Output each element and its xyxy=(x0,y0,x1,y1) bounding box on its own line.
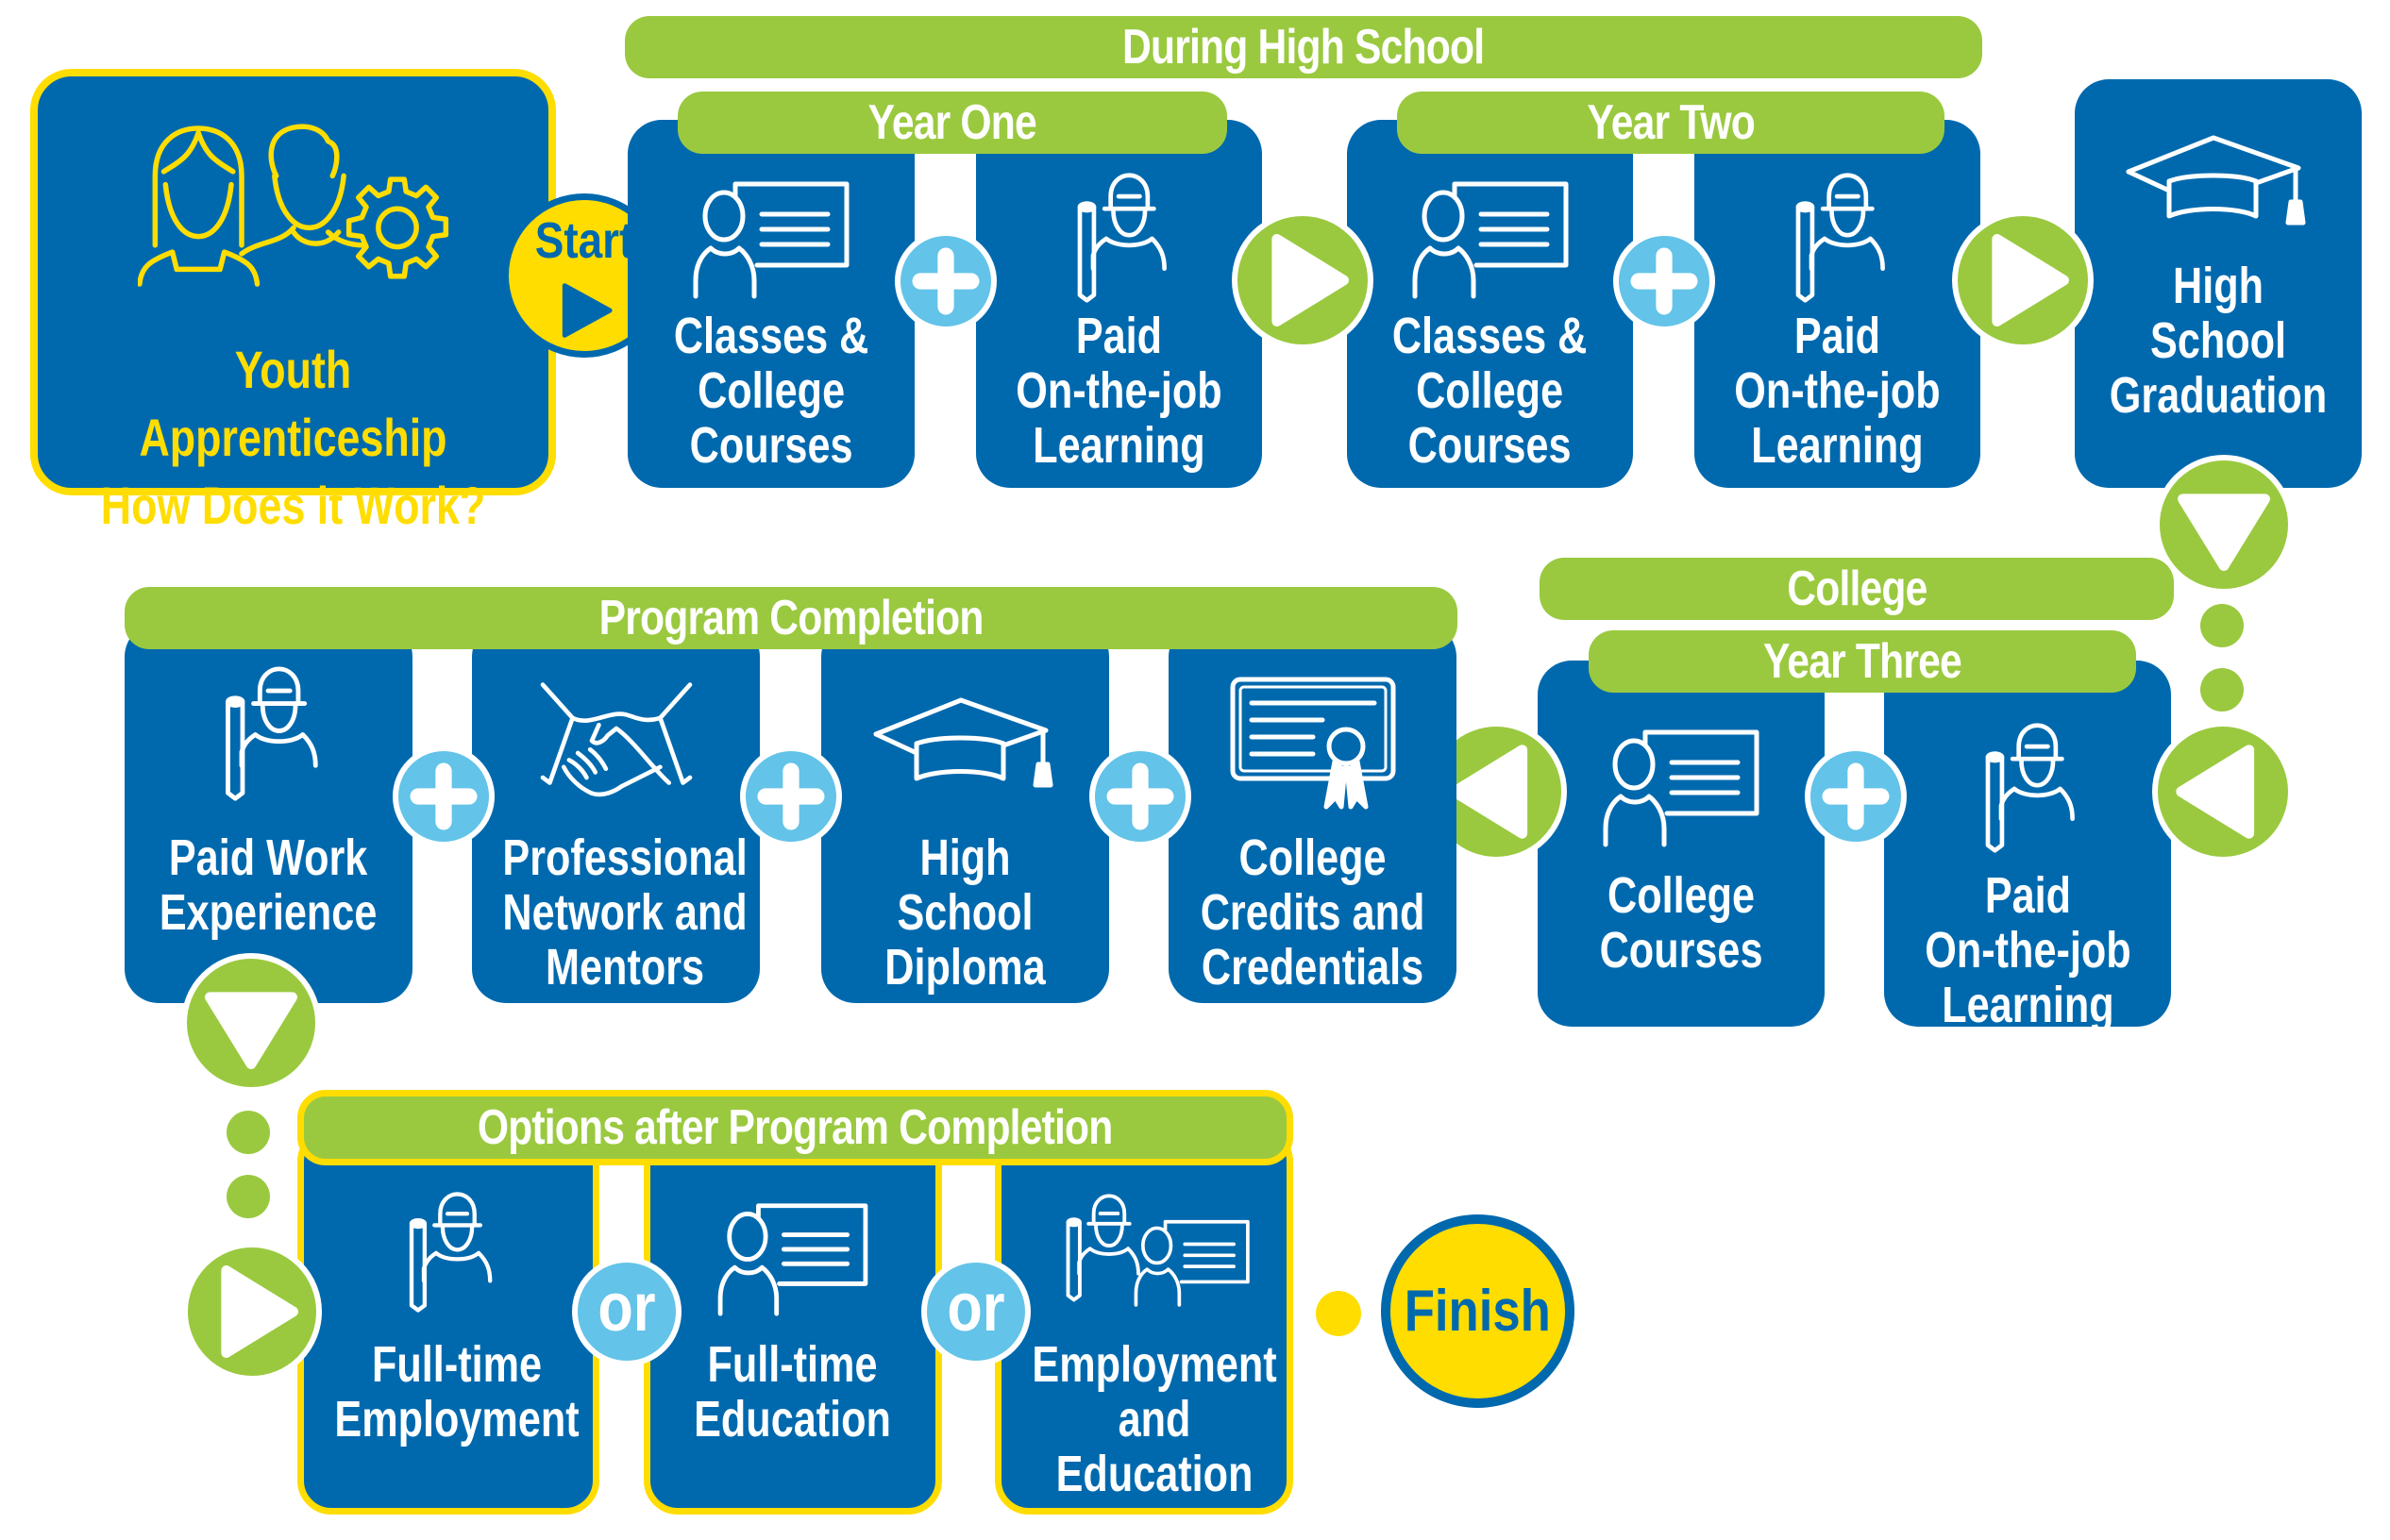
step-label: College Credits and Credentials xyxy=(1200,829,1425,996)
play-icon xyxy=(562,283,613,338)
or-connector: or xyxy=(921,1257,1031,1366)
plus-icon xyxy=(1619,236,1709,326)
step-high-school-graduation: High School Graduation xyxy=(2075,79,2362,488)
band-label: College xyxy=(1786,561,1927,616)
band-program-completion: Program Completion xyxy=(125,587,1457,649)
step-college-courses: College Courses xyxy=(1538,661,1825,1027)
band-year-three: Year Three xyxy=(1589,630,2136,693)
or-connector: or xyxy=(572,1257,682,1366)
arrow-right-icon xyxy=(188,1247,316,1376)
step-y1-classes: Classes & College Courses xyxy=(628,120,915,488)
certificate-icon xyxy=(1228,675,1398,816)
outcome-professional-network: Professional Network and Mentors xyxy=(472,623,760,1003)
worker-hardhat-icon xyxy=(392,1191,505,1314)
step-label: Classes & College Courses xyxy=(1392,308,1588,474)
band-label: Year Two xyxy=(1587,95,1755,150)
arrow-left-icon xyxy=(2158,727,2288,857)
step-label: Full-time Education xyxy=(694,1336,892,1448)
path-dot xyxy=(227,1111,270,1154)
step-label: Paid On-the-job Learning xyxy=(1734,308,1941,474)
band-label: During High School xyxy=(1122,20,1485,75)
arrow-down-icon xyxy=(2160,460,2288,589)
option-employment-and-education: Employment and Education xyxy=(995,1128,1293,1515)
arrow-down-icon xyxy=(187,959,315,1087)
step-label: High School Graduation xyxy=(2109,258,2328,424)
step-y2-paid: Paid On-the-job Learning xyxy=(1694,120,1980,488)
finish-marker[interactable]: Finish xyxy=(1381,1214,1574,1408)
step-label: High School Diploma xyxy=(884,829,1046,996)
arrow-down-connector xyxy=(181,953,321,1093)
step-y3-paid: Paid On-the-job Learning xyxy=(1884,661,2171,1032)
plus-icon xyxy=(398,751,489,842)
finish-label: Finish xyxy=(1404,1279,1552,1344)
step-label: Classes & College Courses xyxy=(673,308,869,474)
plus-icon xyxy=(746,751,836,842)
band-options: Options after Program Completion xyxy=(297,1090,1293,1165)
title-line-1: Youth Apprenticeship xyxy=(139,340,447,467)
band-year-two: Year Two xyxy=(1397,92,1944,154)
step-label: Employment and Education xyxy=(1032,1336,1277,1502)
teacher-board-icon xyxy=(1596,727,1766,849)
path-dot-yellow xyxy=(1316,1291,1361,1336)
outcome-paid-work-experience: Paid Work Experience xyxy=(125,623,412,1003)
teacher-board-icon xyxy=(711,1200,876,1318)
band-year-one: Year One xyxy=(678,92,1227,154)
worker-hardhat-icon xyxy=(1966,722,2089,854)
band-college: College xyxy=(1540,558,2174,620)
band-label: Year One xyxy=(867,95,1037,150)
band-during-high-school: During High School xyxy=(625,16,1982,78)
worker-and-teacher-icon xyxy=(1066,1194,1250,1307)
band-label: Program Completion xyxy=(598,591,985,645)
teacher-board-icon xyxy=(686,178,856,301)
path-dot xyxy=(227,1175,270,1218)
band-label: Options after Program Completion xyxy=(478,1100,1113,1155)
step-label: Professional Network and Mentors xyxy=(502,829,748,996)
title-card: Youth Apprenticeship How Does it Work? xyxy=(30,69,556,535)
title-line-2: How Does it Work? xyxy=(100,476,486,535)
arrow-right-connector xyxy=(1952,210,2094,350)
plus-icon xyxy=(900,236,991,326)
option-full-time-education: Full-time Education xyxy=(644,1128,942,1515)
step-label: Paid On-the-job Learning xyxy=(1924,867,2131,1033)
outcome-high-school-diploma: High School Diploma xyxy=(821,623,1109,1003)
band-label: Year Three xyxy=(1763,634,1962,689)
outcome-college-credits: College Credits and Credentials xyxy=(1169,623,1456,1003)
arrow-right-icon xyxy=(1958,216,2088,344)
step-label: Paid On-the-job Learning xyxy=(1016,308,1222,474)
worker-hardhat-icon xyxy=(1058,172,1181,304)
path-dot xyxy=(2200,668,2244,711)
plus-connector xyxy=(1613,230,1715,332)
plus-icon xyxy=(1810,751,1901,842)
arrow-right-icon xyxy=(1237,216,1368,344)
graduation-cap-icon xyxy=(2124,126,2313,230)
step-y1-paid: Paid On-the-job Learning xyxy=(976,120,1262,488)
step-label: Full-time Employment xyxy=(334,1336,580,1448)
plus-connector xyxy=(1805,745,1907,847)
plus-icon xyxy=(1095,751,1186,842)
step-label: Paid Work Experience xyxy=(160,829,378,941)
worker-hardhat-icon xyxy=(208,665,330,802)
step-y2-classes: Classes & College Courses xyxy=(1347,120,1633,488)
handshake-icon xyxy=(536,679,697,802)
plus-connector xyxy=(1089,745,1191,847)
teacher-board-icon xyxy=(1405,178,1575,301)
plus-connector xyxy=(740,745,842,847)
arrow-right-connector xyxy=(1232,210,1373,350)
plus-connector xyxy=(393,745,495,847)
plus-connector xyxy=(895,230,997,332)
path-dot xyxy=(2200,604,2244,647)
arrow-right-connector xyxy=(182,1242,322,1381)
step-label: College Courses xyxy=(1599,867,1763,979)
start-label: Start xyxy=(534,212,634,269)
worker-hardhat-icon xyxy=(1776,172,1899,304)
arrow-left-connector xyxy=(2152,721,2294,862)
option-full-time-employment: Full-time Employment xyxy=(297,1128,599,1515)
arrow-down-connector xyxy=(2154,455,2294,594)
graduation-cap-icon xyxy=(871,689,1060,793)
people-gear-icon xyxy=(138,124,449,289)
